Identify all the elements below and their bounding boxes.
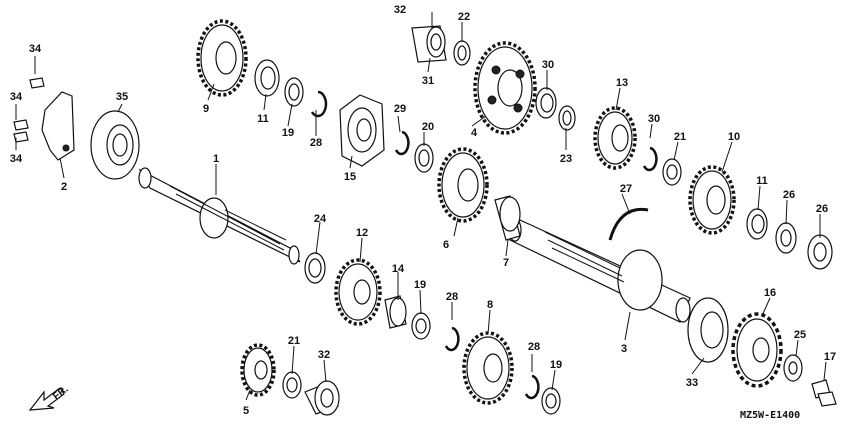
lock-washer-24: [807, 234, 833, 270]
front-direction-indicator: FR.: [28, 384, 71, 411]
callout-26a: 28: [446, 291, 458, 303]
main-shaft: [138, 167, 301, 265]
callout-18b: 19: [550, 359, 562, 371]
callout-2: 2: [61, 181, 67, 193]
gear-14: [593, 106, 637, 170]
callout-labels: 34 34 34 35 2 1 9 11 19 28 15 29 20 32 2…: [10, 4, 836, 417]
callout-5: 5: [243, 405, 249, 417]
callout-11a: 11: [257, 113, 269, 125]
callout-19a: 19: [282, 127, 294, 139]
washer-20: [282, 371, 302, 399]
needle-bearing-31: [535, 87, 557, 119]
callout-9: 9: [203, 103, 209, 115]
callout-10: 10: [728, 131, 740, 143]
shift-fork-hub-15: [339, 94, 385, 167]
washer-21b: [558, 105, 576, 131]
callout-16: 16: [764, 287, 776, 299]
washer-19b: [414, 143, 434, 173]
callout-35: 35: [116, 91, 128, 103]
circlip-26b: [524, 374, 540, 400]
callout-31: 30: [542, 59, 554, 71]
callout-22: 24: [314, 213, 327, 225]
callout-8: 8: [487, 299, 493, 311]
callout-34b: 34: [10, 91, 23, 103]
washer-19c: [662, 158, 682, 186]
callout-27: 27: [620, 183, 632, 195]
bearing-35: [90, 110, 140, 180]
callout-23: 25: [794, 329, 806, 341]
callout-28a: 28: [310, 137, 322, 149]
diagram-code: MZ5W-E1400: [740, 410, 800, 421]
sprocket-16: [731, 312, 783, 388]
bearing-29: [304, 380, 340, 416]
callout-28b: 29: [394, 103, 406, 115]
collar-30: [411, 25, 447, 63]
callout-25: 26: [783, 189, 795, 201]
callout-24: 26: [816, 203, 828, 215]
washer-25: [775, 222, 797, 254]
callout-34a: 34: [29, 43, 42, 55]
leader-lines: [15, 12, 827, 401]
callout-6: 6: [443, 239, 449, 251]
callout-13: 14: [392, 263, 405, 275]
washer-19: [284, 77, 304, 107]
washer-18: [411, 312, 431, 340]
callout-21a: 22: [458, 11, 470, 23]
callout-28c: 30: [648, 113, 660, 125]
gear-8: [462, 331, 514, 405]
callout-29: 32: [318, 349, 330, 361]
arrow-down-left-icon: [28, 387, 65, 411]
callout-1: 1: [213, 153, 219, 165]
bushing-13: [384, 295, 407, 329]
shift-bracket-2: [41, 91, 75, 161]
circlip-28: [310, 90, 328, 118]
callout-3: 3: [621, 343, 627, 355]
gear-4: [473, 41, 537, 135]
needle-bearing-11b: [746, 208, 768, 240]
callout-32: 33: [686, 377, 698, 389]
callout-34c: 34: [10, 153, 23, 165]
callout-33: 32: [394, 4, 406, 16]
needle-bearing-11: [254, 59, 280, 97]
circlip-27: [608, 207, 649, 241]
callout-19b: 20: [422, 121, 434, 133]
gear-5: [240, 343, 276, 397]
callout-19c: 21: [674, 131, 686, 143]
callout-30: 31: [422, 75, 434, 87]
circlip-28b: [394, 130, 410, 156]
bolt-34: [13, 77, 45, 143]
callout-7: 7: [503, 257, 509, 269]
washer-23: [783, 354, 803, 382]
callout-14: 13: [616, 77, 628, 89]
callout-21b: 23: [560, 153, 572, 165]
bushing-7: [494, 195, 521, 241]
washer-22: [304, 252, 326, 284]
gear-6: [437, 147, 489, 223]
counter-shaft: [508, 218, 691, 323]
callout-4: 4: [471, 127, 478, 139]
gear-10: [688, 165, 736, 235]
gear-9: [196, 19, 248, 97]
circlip-28c: [642, 146, 658, 172]
callout-11b: 11: [756, 175, 768, 187]
oil-seal-32: [687, 297, 729, 363]
callout-20: 21: [288, 335, 300, 347]
bolt-17: [811, 379, 837, 407]
callout-18a: 19: [414, 279, 426, 291]
callout-17: 17: [824, 351, 836, 363]
washer-21: [453, 40, 471, 66]
callout-15: 15: [344, 171, 356, 183]
gear-12: [334, 258, 382, 326]
callout-26b: 28: [528, 341, 540, 353]
circlip-26: [444, 326, 460, 352]
callout-12: 12: [356, 227, 368, 239]
washer-18b: [541, 387, 561, 415]
